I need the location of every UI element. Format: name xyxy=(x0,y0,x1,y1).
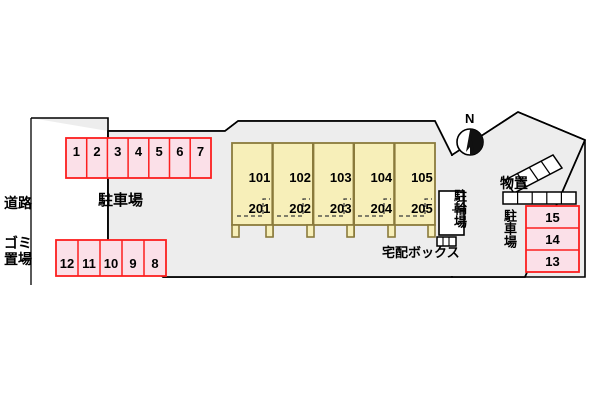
stall-number-1[interactable]: 1 xyxy=(72,144,80,159)
unit-205-label: 205 xyxy=(411,200,433,216)
compass-rose xyxy=(456,128,484,156)
parking-lot-label-right: 駐車場 xyxy=(502,209,517,248)
unit-102-202[interactable]: 102 202 xyxy=(273,155,314,232)
unit-105-205[interactable]: 105 205 xyxy=(394,155,435,232)
stall-number-6[interactable]: 6 xyxy=(176,144,184,159)
unit-103-203[interactable]: 103 203 xyxy=(313,155,354,232)
unit-101-201[interactable]: 101 201 xyxy=(232,155,273,232)
unit-104-204[interactable]: 104 204 xyxy=(354,155,395,232)
site-top-edge xyxy=(108,111,586,157)
unit-204-label: 204 xyxy=(370,200,393,216)
stall-number-3[interactable]: 3 xyxy=(114,144,122,159)
parking-stalls-top xyxy=(65,137,212,179)
stall-number-12[interactable]: 12 xyxy=(59,256,75,271)
unit-102-label: 102 xyxy=(289,170,311,186)
road-label: 道路 xyxy=(4,195,32,211)
parking-stalls-bottom xyxy=(55,239,167,277)
stall-number-15[interactable]: 15 xyxy=(545,210,560,225)
bicycle-parking-block xyxy=(438,190,466,236)
delivery-box-block xyxy=(436,236,457,247)
stall-number-7[interactable]: 7 xyxy=(196,144,205,159)
stall-number-14[interactable]: 14 xyxy=(545,232,560,247)
unit-202-label: 202 xyxy=(289,200,311,216)
storage-row-upper xyxy=(503,154,564,194)
stall-number-10[interactable]: 10 xyxy=(103,256,119,271)
unit-104-label: 104 xyxy=(370,170,393,186)
unit-203-label: 203 xyxy=(329,200,352,216)
stall-number-11[interactable]: 11 xyxy=(82,256,96,271)
stall-number-2[interactable]: 2 xyxy=(93,144,101,159)
unit-201-label: 201 xyxy=(248,200,271,216)
trash-area-label-line1: ゴミ xyxy=(4,235,32,251)
delivery-box-label: 宅配ボックス xyxy=(382,245,460,260)
storage-row-lower xyxy=(502,191,577,205)
compass-north-label: N xyxy=(465,111,475,126)
trash-area-label-line2: 置場 xyxy=(4,251,32,267)
unit-103-label: 103 xyxy=(329,170,352,186)
bicycle-parking-label: 駐輪場 xyxy=(452,189,467,228)
stall-number-9[interactable]: 9 xyxy=(129,256,137,271)
parking-lot-label-main: 駐車場 xyxy=(98,192,144,209)
unit-101-label: 101 xyxy=(248,170,271,186)
unit-105-label: 105 xyxy=(411,170,433,186)
stall-number-8[interactable]: 8 xyxy=(151,256,159,271)
stall-number-4[interactable]: 4 xyxy=(134,144,143,159)
stall-number-13[interactable]: 13 xyxy=(545,254,560,269)
stall-number-5[interactable]: 5 xyxy=(155,144,163,159)
storage-label: 物置 xyxy=(500,175,528,191)
parking-stalls-right xyxy=(525,205,580,273)
building-block xyxy=(231,142,436,238)
